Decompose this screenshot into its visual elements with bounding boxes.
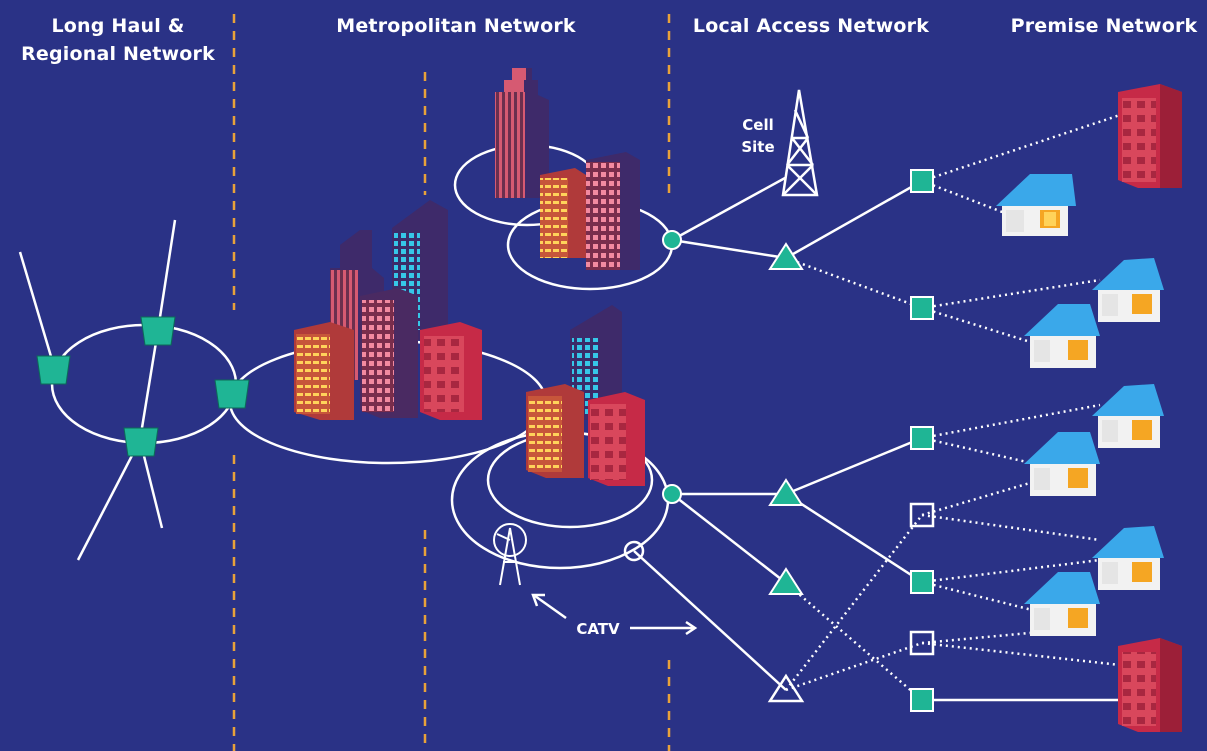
house-icon <box>1024 304 1100 368</box>
apartment-building-icon <box>420 322 482 420</box>
triangle-node-icon <box>767 242 805 703</box>
skyscraper-icon <box>540 168 586 258</box>
catv-arrows <box>531 593 698 636</box>
catv-tower-icon <box>493 523 527 586</box>
catv-label: CATV <box>576 620 620 638</box>
column-dividers <box>232 14 671 751</box>
header-premise: Premise Network <box>1010 15 1198 37</box>
house-icon <box>996 174 1076 236</box>
header-long-haul: Long Haul & Regional Network <box>21 15 215 65</box>
header-metro: Metropolitan Network <box>336 15 576 37</box>
skyscraper-icon <box>526 384 584 478</box>
apartment-building-icon <box>1118 638 1182 732</box>
apartment-building-icon <box>588 392 645 486</box>
skyscraper-icon <box>586 152 640 270</box>
house-icon <box>1092 526 1164 590</box>
cell-site-label: Cell Site <box>741 116 775 156</box>
apartment-building-icon <box>1118 84 1182 188</box>
house-icon <box>1024 432 1100 496</box>
access-lines-solid <box>633 176 1150 702</box>
trapezoid-node-icon <box>36 316 250 457</box>
skyscraper-icon <box>495 68 549 198</box>
circle-node-icon <box>623 230 682 562</box>
house-icon <box>1092 384 1164 448</box>
cell-tower-icon <box>781 89 819 197</box>
skyscraper-icon <box>570 305 622 420</box>
access-lines-dotted <box>785 113 1121 701</box>
skyscraper-icon <box>360 288 418 418</box>
header-local-access: Local Access Network <box>692 15 930 37</box>
square-node-icon <box>909 169 935 712</box>
house-icon <box>1024 572 1100 636</box>
house-icon <box>1092 258 1164 322</box>
skyscraper-icon <box>294 322 354 420</box>
